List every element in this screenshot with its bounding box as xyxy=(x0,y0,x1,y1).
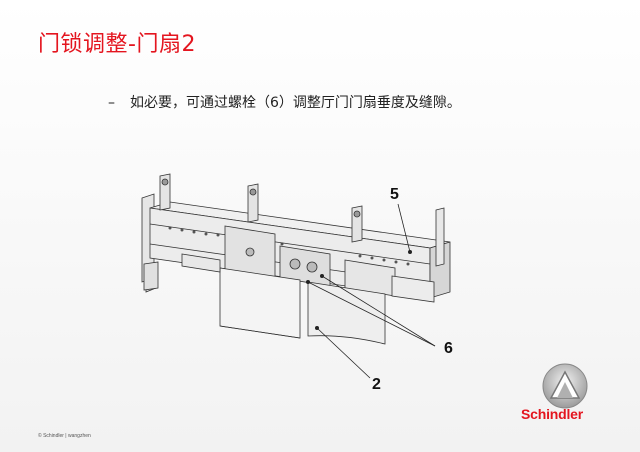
door-assembly-drawing xyxy=(141,173,451,379)
bullet-dash: – xyxy=(108,95,115,111)
brand-name: Schindler xyxy=(521,406,583,422)
slide-title: 门锁调整-门扇2 xyxy=(38,32,196,57)
footer-copyright: © Schindler | wangzhen xyxy=(38,433,91,439)
bullet-text: 如必要，可通过螺栓（6）调整厅门门扇垂度及缝隙。 xyxy=(130,95,461,111)
callout-label-2: 2 xyxy=(372,376,381,393)
callout-label-5: 5 xyxy=(390,186,399,203)
schindler-logo-icon xyxy=(542,363,588,409)
bullet-point: – 如必要，可通过螺栓（6）调整厅门门扇垂度及缝隙。 xyxy=(108,90,508,116)
callout-label-6: 6 xyxy=(444,340,453,357)
